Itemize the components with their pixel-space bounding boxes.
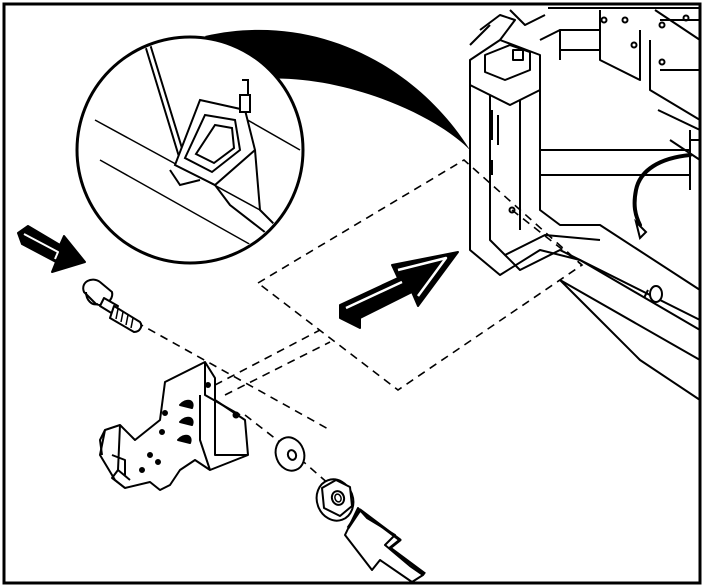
carriage-bolt [82,278,143,333]
nut-tighten-arrow [344,507,426,583]
mounting-bracket [99,361,249,491]
wire-harness [632,153,692,240]
flat-washer [274,436,306,472]
detail-magnifier [75,29,470,265]
frame-bolt [643,285,663,303]
bolt-insert-arrow [17,225,86,273]
hex-flange-nut [315,478,355,522]
bracket-slide-arrow [339,251,459,329]
frame-upright [469,7,701,401]
